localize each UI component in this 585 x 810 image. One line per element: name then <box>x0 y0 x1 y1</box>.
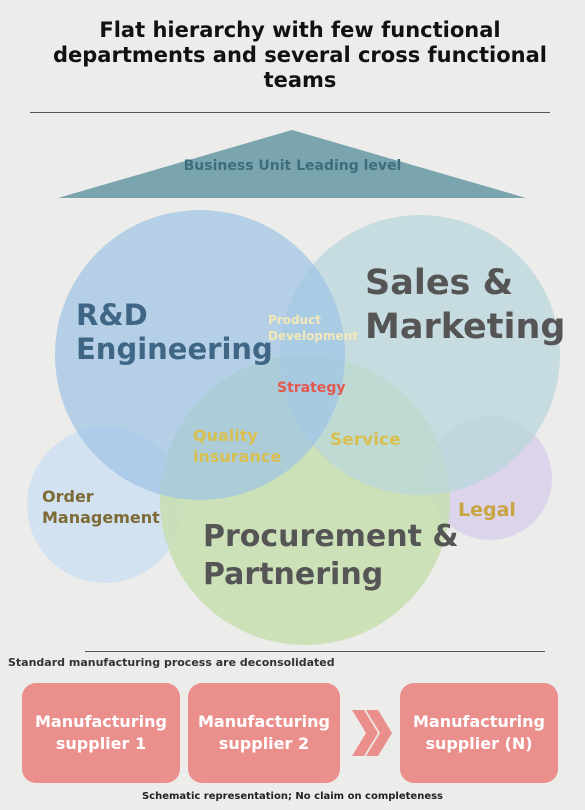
legal-label: Legal <box>458 499 516 521</box>
sales-marketing-circle <box>280 215 560 495</box>
quality-insurance-label: Quality insurance <box>193 426 282 466</box>
service-label: Service <box>330 430 401 450</box>
manufacturing-heading: Standard manufacturing process are decon… <box>8 656 335 669</box>
sales-marketing-label: Sales & Marketing <box>365 263 566 347</box>
page-title: Flat hierarchy with few functional depar… <box>53 18 547 92</box>
procurement-label: Procurement & Partnering <box>203 519 459 592</box>
business-unit-roof <box>58 130 526 198</box>
product-development-label: Product Development <box>268 313 358 343</box>
manufacturing-divider <box>85 651 545 652</box>
strategy-label: Strategy <box>277 380 346 396</box>
order-management-label: Order Management <box>42 487 160 527</box>
title-divider <box>30 112 550 113</box>
chevron-right-icon <box>352 710 392 756</box>
footnote: Schematic representation; No claim on co… <box>141 791 444 802</box>
roof-label: Business Unit Leading level <box>183 158 402 174</box>
rd-engineering-label: R&D Engineering <box>76 298 273 366</box>
rd-engineering-circle <box>55 210 345 500</box>
